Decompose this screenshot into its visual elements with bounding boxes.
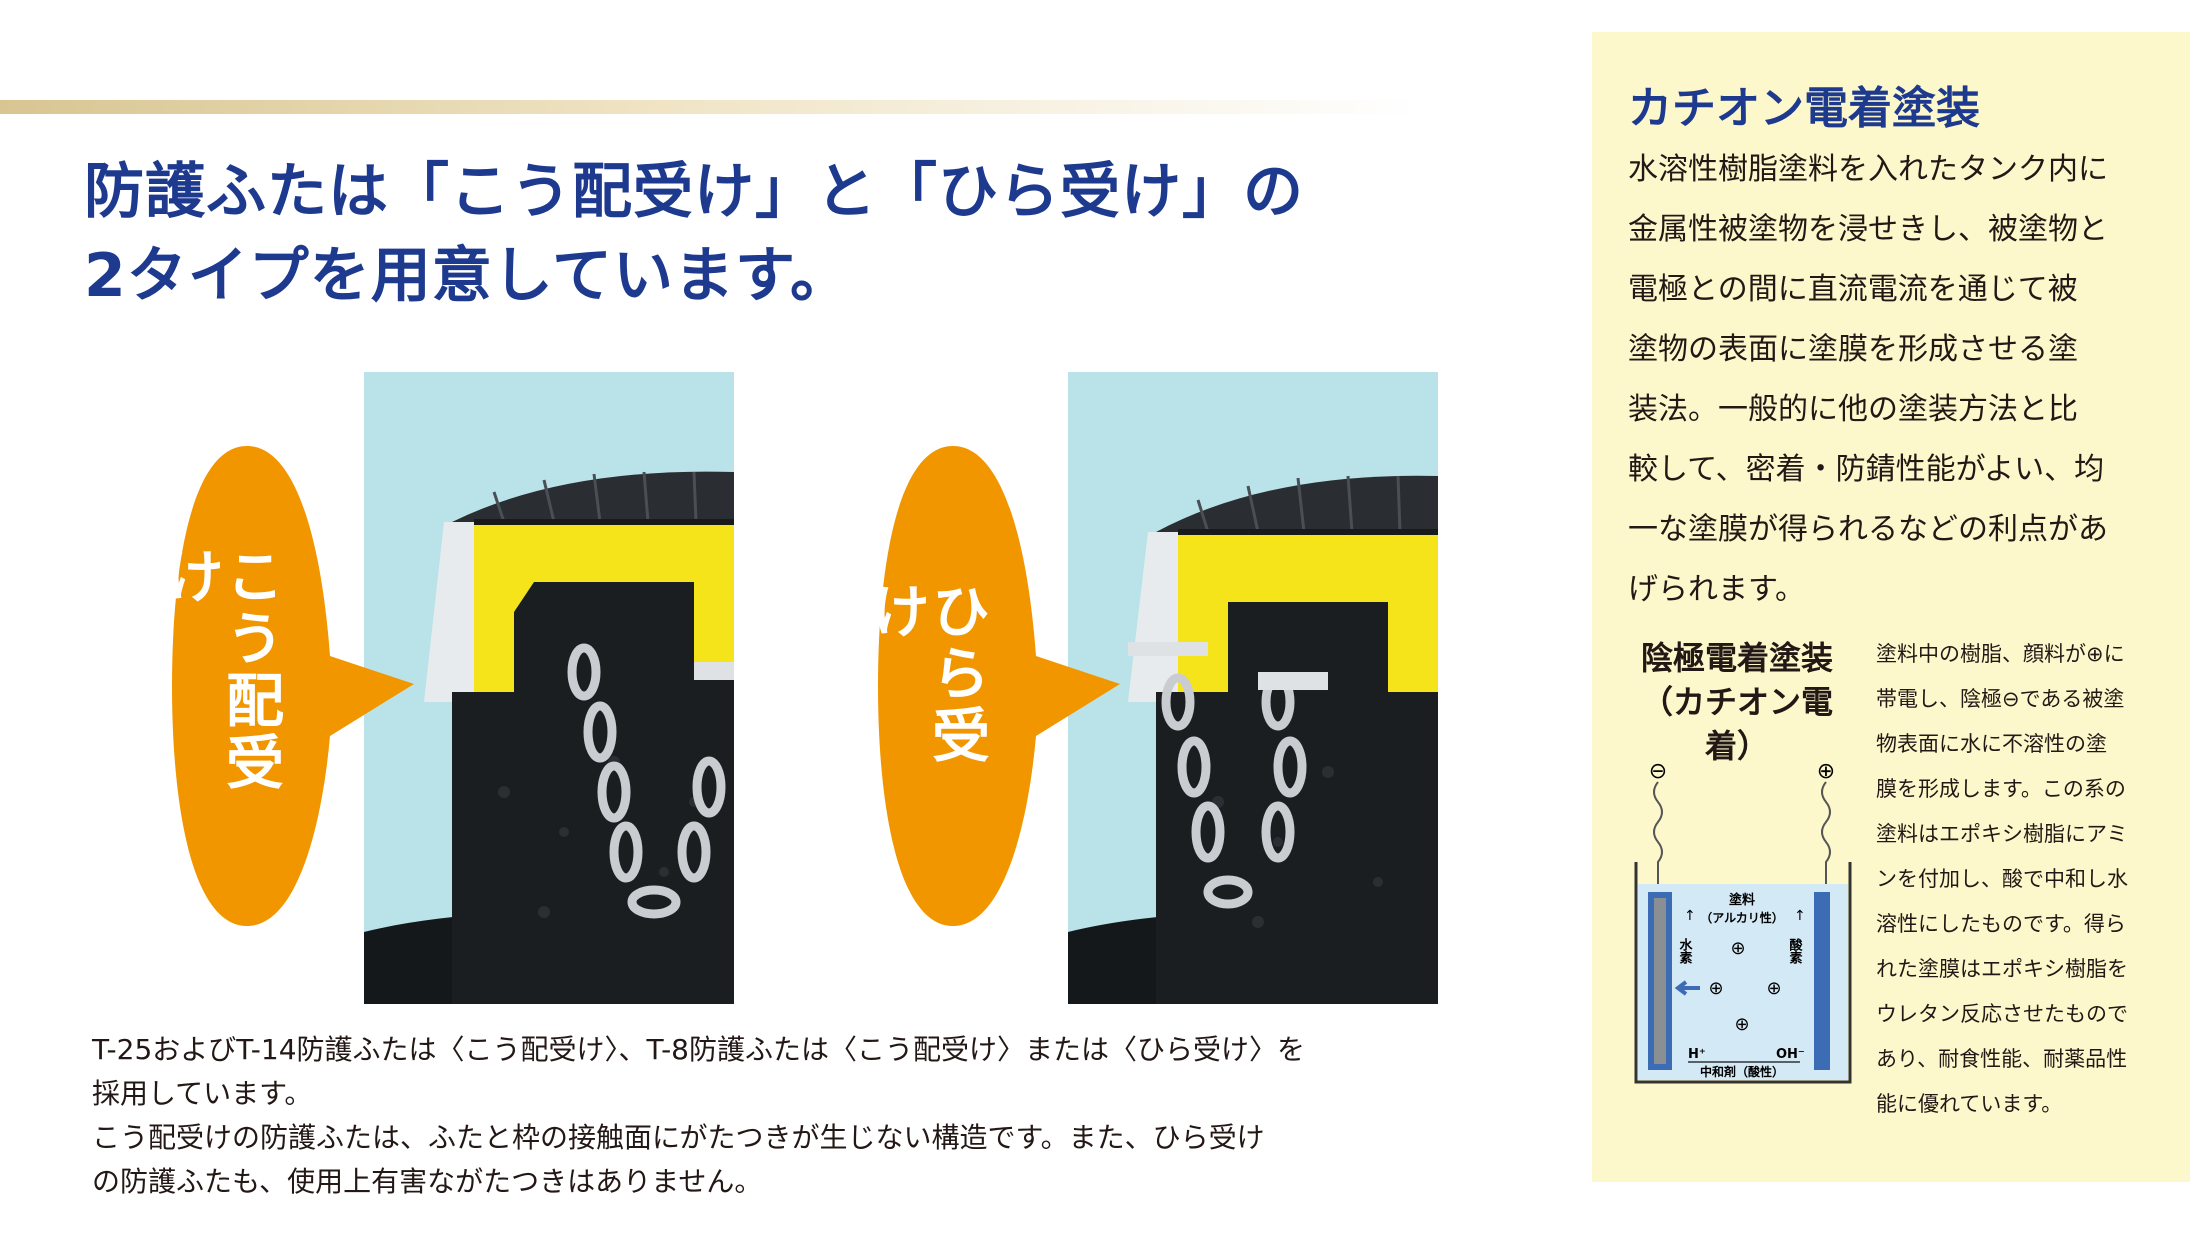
info-panel-cationic-coating: カチオン電着塗装 水溶性樹脂塗料を入れたタンク内に 金属性被塗物を浸せきし、被塗…	[1592, 32, 2190, 1182]
sub-body-line: ンを付加し、酸で中和し水	[1876, 867, 2128, 891]
sloped-seat-cover-illustration	[364, 372, 734, 1004]
caption-line-4: の防護ふたも、使用上有害ながたつきはありません。	[92, 1165, 763, 1198]
hydrogen-label: 水素	[1677, 937, 1693, 965]
panel-body-line: 較して、密着・防錆性能がよい、均	[1628, 452, 2105, 487]
panel-body-line: 水溶性樹脂塗料を入れたタンク内に	[1628, 152, 2108, 187]
migration-arrow-icon	[1674, 980, 1700, 996]
headline-line-2: 2タイプを用意しています。	[84, 241, 851, 311]
electrodeposition-diagram: ⊖ ⊕ 塗料 （アルカリ性） ↑ 水素 ↑ 酸素 ⊕ ⊕ ⊕ ⊕ H⁺ OH⁻ …	[1634, 759, 1852, 1084]
neutralizer-label: 中和剤（酸性）	[1700, 1064, 1784, 1079]
panel-body-line: 一な塗膜が得られるなどの利点があ	[1628, 512, 2108, 547]
positive-particle: ⊕	[1734, 1014, 1749, 1035]
sub-body-line: 塗料中の樹脂、顔料が⊕に	[1876, 642, 2125, 666]
anode-electrode	[1814, 892, 1830, 1070]
panel-body-line: 金属性被塗物を浸せきし、被塗物と	[1628, 212, 2108, 247]
paint-liquid	[1638, 884, 1848, 1080]
h-ion-label: H⁺	[1688, 1047, 1706, 1062]
sub-title-line-2: （カチオン電着）	[1640, 683, 1833, 765]
sub-body-line: 塗料はエポキシ樹脂にアミ	[1876, 822, 2128, 846]
sub-body-line: 物表面に水に不溶性の塗	[1876, 732, 2107, 756]
paint-sub-label: （アルカリ性）	[1700, 910, 1784, 925]
cathode-wire	[1653, 781, 1663, 890]
sub-body-line: あり、耐食性能、耐薬品性	[1876, 1047, 2128, 1071]
positive-particle: ⊕	[1730, 938, 1745, 959]
oh-ion-label: OH⁻	[1776, 1047, 1805, 1062]
orange-speech-bubble	[878, 446, 1120, 926]
positive-particle: ⊕	[1708, 978, 1723, 999]
panel-body-line: 装法。一般的に他の塗装方法と比	[1628, 392, 2078, 427]
panel-body-line: 電極との間に直流電流を通じて被	[1628, 272, 2078, 307]
sub-body-line: れた塗膜はエポキシ樹脂を	[1876, 957, 2128, 981]
panel-body-line: げられます。	[1628, 572, 1805, 607]
sub-body-line: 溶性にしたものです。得ら	[1876, 912, 2126, 936]
photo-sloped-seat	[364, 372, 734, 1004]
photo-flat-seat	[1068, 372, 1438, 1004]
caption-line-3: こう配受けの防護ふたは、ふたと枠の接触面にがたつきが生じない構造です。また、ひら…	[92, 1121, 1265, 1154]
flat-seat-label: ひら受け	[862, 581, 990, 767]
panel-body: 水溶性樹脂塗料を入れたタンク内に 金属性被塗物を浸せきし、被塗物と 電極との間に…	[1628, 140, 2168, 620]
caption-text: T-25およびT-14防護ふたは〈こう配受け〉、T-8防護ふたは〈こう配受け〉ま…	[92, 1028, 1452, 1204]
caption-line-2: 採用しています。	[92, 1077, 313, 1110]
oxygen-arrow: ↑	[1794, 908, 1806, 924]
hydrogen-arrow: ↑	[1684, 908, 1696, 924]
paint-label: 塗料	[1729, 892, 1755, 908]
positive-particle: ⊕	[1766, 978, 1781, 999]
label-bubble-flat: ひら受け	[862, 446, 1128, 930]
anode-wire	[1821, 781, 1831, 890]
sub-body-line: 帯電し、陰極⊖である被塗	[1876, 687, 2125, 711]
coated-object	[1654, 898, 1666, 1064]
caption-line-1: T-25およびT-14防護ふたは〈こう配受け〉、T-8防護ふたは〈こう配受け〉ま…	[92, 1033, 1305, 1066]
page-headline: 防護ふたは「こう配受け」と「ひら受け」の 2タイプを用意しています。	[84, 150, 1304, 318]
panel-body-line: 塗物の表面に塗膜を形成させる塗	[1628, 332, 2078, 367]
label-bubble-sloped: こう配受け	[156, 446, 422, 930]
sub-body: 塗料中の樹脂、顔料が⊕に 帯電し、陰極⊖である被塗 物表面に水に不溶性の塗 膜を…	[1876, 632, 2166, 1127]
orange-speech-bubble	[172, 446, 414, 926]
oxygen-label: 酸素	[1787, 937, 1803, 965]
tank-outline	[1634, 862, 1852, 1084]
sub-title-line-1: 陰極電着塗装	[1640, 639, 1833, 677]
flat-seat-cover-illustration	[1068, 372, 1438, 1004]
sub-body-line: 能に優れています。	[1876, 1092, 2063, 1116]
sloped-seat-label: こう配受け	[156, 546, 284, 794]
panel-title: カチオン電着塗装	[1628, 83, 1980, 134]
cathode-symbol: ⊖	[1649, 759, 1667, 784]
sub-body-line: 膜を形成します。この系の	[1876, 777, 2126, 801]
gold-divider	[0, 100, 1420, 114]
anode-symbol: ⊕	[1817, 759, 1835, 784]
headline-line-1: 防護ふたは「こう配受け」と「ひら受け」の	[84, 157, 1304, 227]
sub-title: 陰極電着塗装 （カチオン電着）	[1624, 636, 1850, 768]
sub-body-line: ウレタン反応させたもので	[1876, 1002, 2128, 1026]
